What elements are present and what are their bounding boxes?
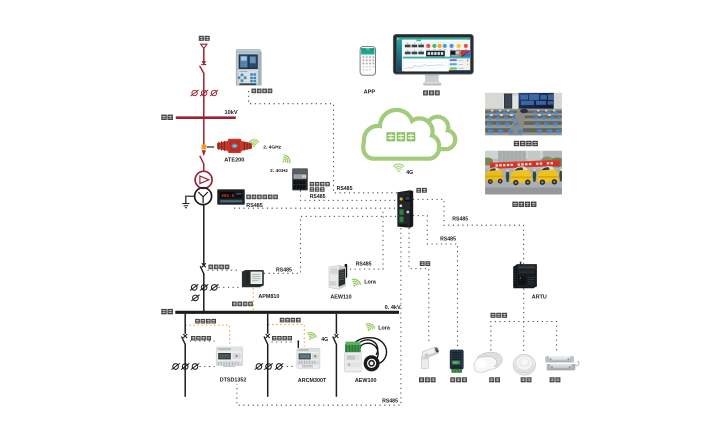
svg-text:2. 4GHz: 2. 4GHz: [270, 168, 288, 174]
svg-text:4G: 4G: [406, 170, 413, 176]
svg-text:RS485: RS485: [246, 203, 262, 209]
svg-text:APP: APP: [364, 90, 376, 96]
svg-text:RS485: RS485: [382, 398, 398, 404]
svg-text:888.8: 888.8: [221, 195, 234, 199]
svg-text:RS485: RS485: [356, 261, 372, 267]
svg-text:AEW100: AEW100: [355, 378, 377, 384]
svg-text:2. 4GHz: 2. 4GHz: [263, 145, 281, 151]
svg-text:Lora: Lora: [364, 279, 377, 285]
svg-text:0. 4kV: 0. 4kV: [385, 305, 401, 311]
svg-text:RS485: RS485: [337, 186, 353, 192]
svg-text:4G: 4G: [321, 337, 328, 343]
svg-text:RS485: RS485: [440, 236, 456, 242]
svg-text:APM810: APM810: [258, 294, 279, 300]
svg-text:AEW110: AEW110: [330, 294, 351, 300]
svg-text:DTSD1352: DTSD1352: [220, 378, 247, 384]
svg-text:Lora: Lora: [378, 326, 391, 332]
svg-text:ATE200: ATE200: [224, 158, 244, 164]
svg-text:10kV: 10kV: [225, 110, 238, 116]
svg-text:RS485: RS485: [452, 217, 468, 223]
svg-text:RS485: RS485: [310, 194, 326, 200]
svg-text:ARCM300T: ARCM300T: [298, 378, 327, 384]
svg-text:ARTU: ARTU: [532, 295, 547, 301]
svg-text:RS485: RS485: [276, 268, 292, 274]
